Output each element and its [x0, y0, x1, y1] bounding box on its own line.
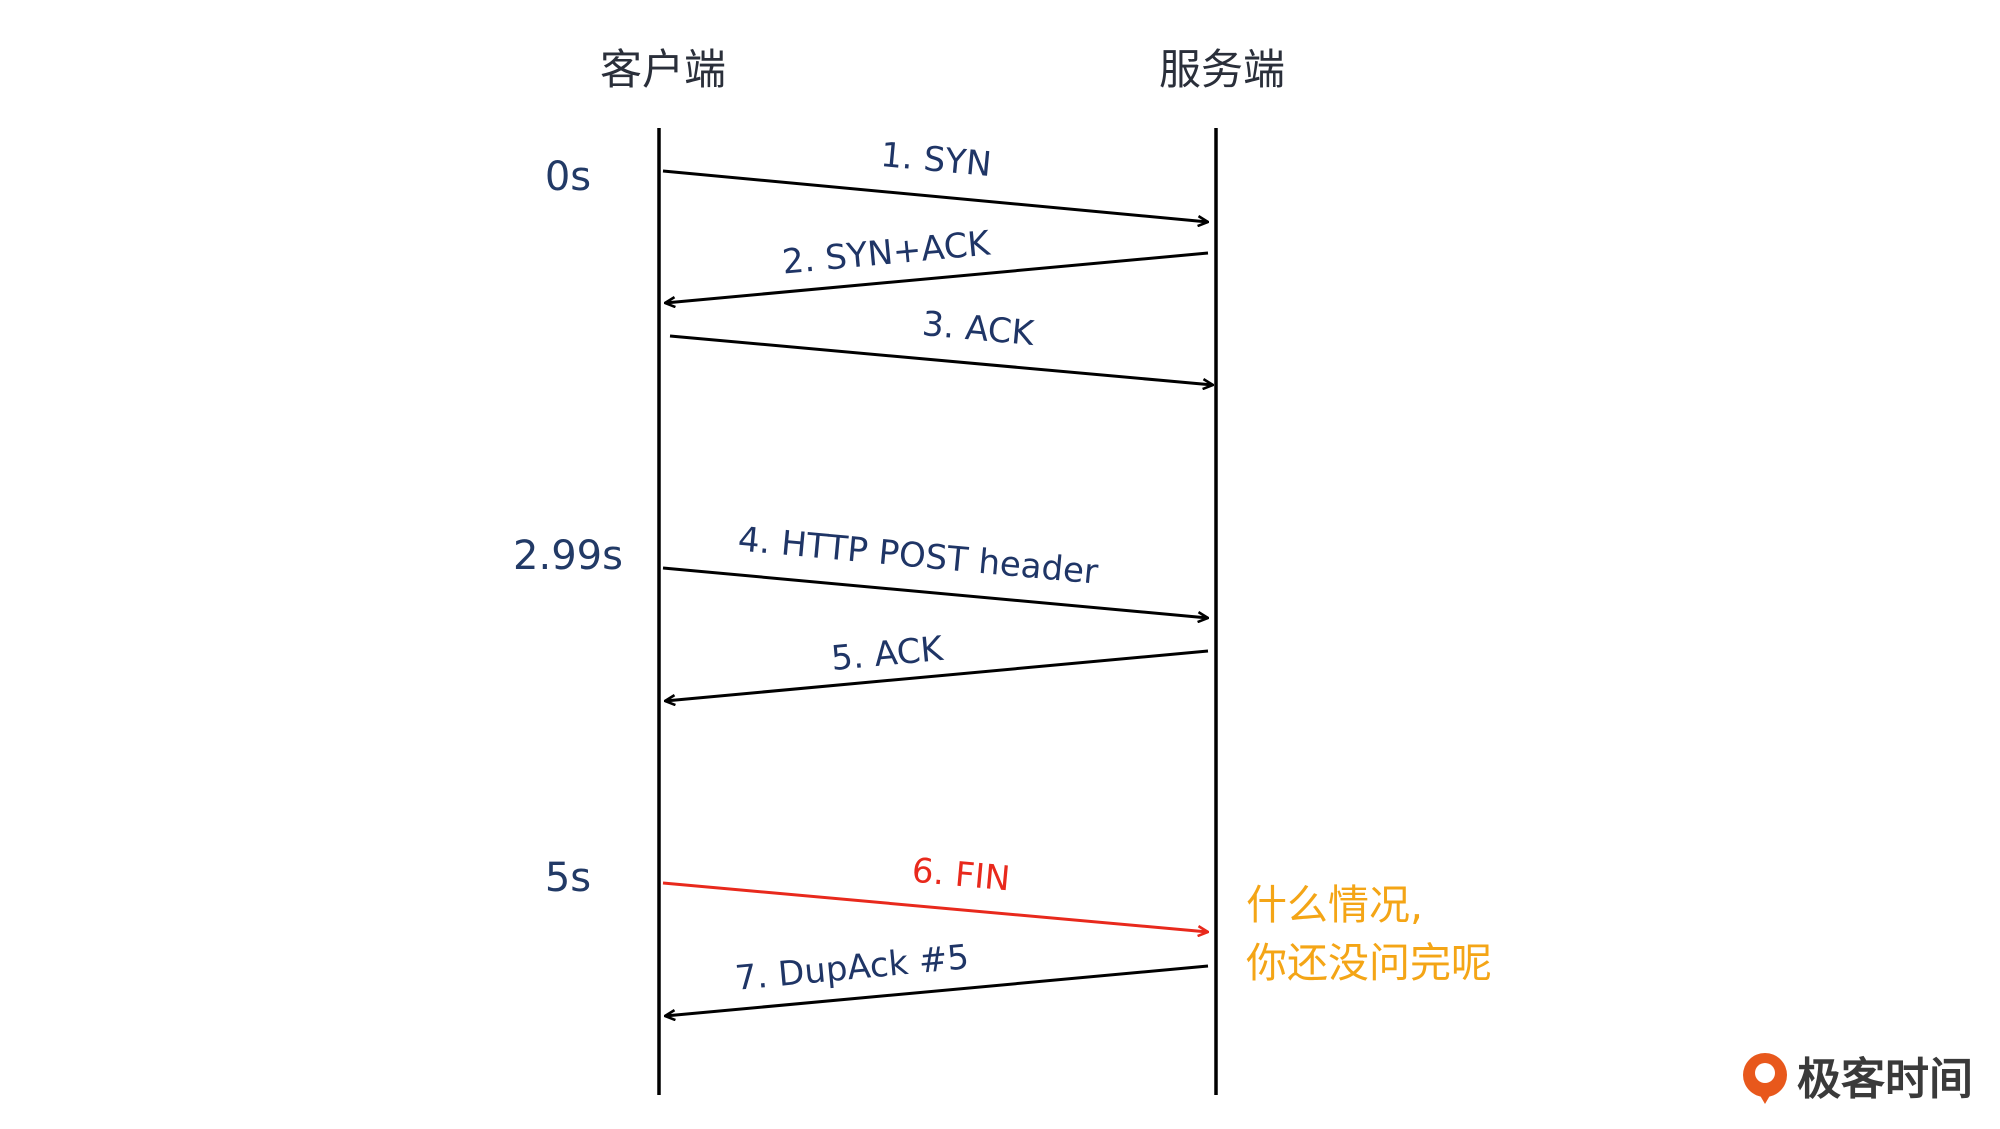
annotation-note: 什么情况, 你还没问完呢 [1246, 881, 1492, 987]
message-fin-arrow [662, 881, 1208, 932]
message-ack-1-label: 3. ACK [920, 304, 1037, 354]
message-syn-ack-arrow [665, 251, 1209, 303]
message-syn-label: 1. SYN [879, 135, 993, 185]
message-dupack-arrow [665, 964, 1209, 1016]
message-syn: 1. SYN [662, 135, 1208, 222]
message-ack-2-label: 5. ACK [829, 629, 946, 679]
client-lane-title: 客户端 [600, 45, 726, 94]
message-fin: 6. FIN [662, 851, 1208, 932]
time-label-2-99s: 2.99s [513, 533, 623, 579]
time-label-5s: 5s [545, 855, 591, 901]
message-dupack: 7. DupAck #5 [665, 937, 1209, 1016]
message-ack-1-arrow [669, 334, 1213, 385]
message-http-post-arrow [662, 566, 1208, 618]
logo-icon [1743, 1053, 1787, 1104]
annotation-note-line2: 你还没问完呢 [1246, 939, 1492, 987]
annotation-note-line1: 什么情况, [1246, 881, 1423, 929]
message-ack-2-arrow [665, 649, 1209, 701]
message-ack-1: 3. ACK [669, 304, 1213, 385]
message-syn-arrow [662, 169, 1208, 222]
message-ack-2: 5. ACK [665, 629, 1209, 701]
logo-text: 极客时间 [1797, 1054, 1973, 1105]
server-lane-title: 服务端 [1159, 45, 1285, 94]
message-syn-ack-label: 2. SYN+ACK [780, 223, 993, 282]
brand-logo: 极客时间 [1743, 1053, 1973, 1105]
time-label-0s: 0s [545, 154, 591, 200]
message-syn-ack: 2. SYN+ACK [665, 223, 1209, 303]
message-fin-label: 6. FIN [910, 851, 1011, 900]
message-http-post: 4. HTTP POST header [662, 519, 1208, 618]
message-dupack-label: 7. DupAck #5 [733, 937, 970, 998]
message-http-post-label: 4. HTTP POST header [736, 519, 1099, 592]
